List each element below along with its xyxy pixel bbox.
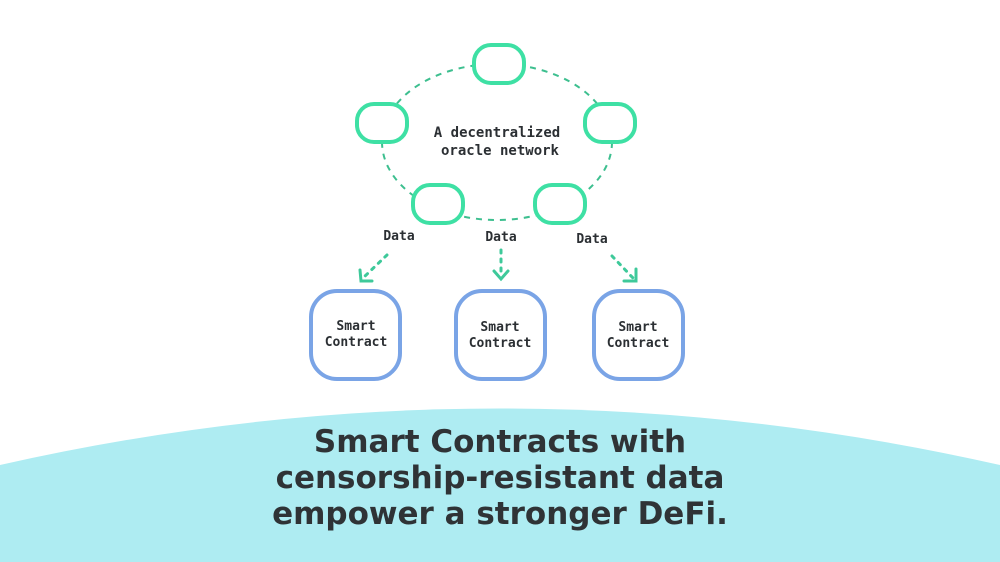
smart-contract-3-line-1: Smart [618, 320, 657, 335]
smart-contract-2-line-2: Contract [469, 336, 532, 351]
smart-contract-box-1 [309, 289, 402, 381]
smart-contract-box-2 [454, 289, 547, 381]
smart-contract-3-line-2: Contract [607, 336, 670, 351]
data-arrow-left [358, 253, 389, 283]
caption-line-1: Smart Contracts with [313, 424, 687, 460]
data-flow-label-left: Data [383, 229, 414, 244]
smart-contract-1-line-2: Contract [325, 335, 388, 350]
network-label-line-1: A decentralized [434, 125, 560, 141]
data-arrow-right [610, 254, 638, 283]
data-flow-label-center: Data [485, 230, 516, 245]
oracle-node-right [583, 102, 637, 144]
oracle-node-top [472, 43, 526, 85]
smart-contract-1-line-1: Smart [336, 319, 375, 334]
background-hill [0, 408, 1000, 562]
data-arrow-center [492, 248, 510, 282]
oracle-node-left [355, 102, 409, 144]
data-flow-label-right: Data [576, 232, 607, 247]
slide-caption: Smart Contracts with censorship-resistan… [0, 424, 1000, 532]
caption-line-3: empower a stronger DeFi. [272, 496, 728, 532]
oracle-node-bottom-right [533, 183, 587, 225]
smart-contract-box-3 [592, 289, 685, 381]
oracle-node-bottom-left [411, 183, 465, 225]
caption-line-2: censorship-resistant data [275, 460, 725, 496]
network-label-line-2: oracle network [441, 143, 560, 159]
smart-contract-2-line-1: Smart [480, 320, 519, 335]
